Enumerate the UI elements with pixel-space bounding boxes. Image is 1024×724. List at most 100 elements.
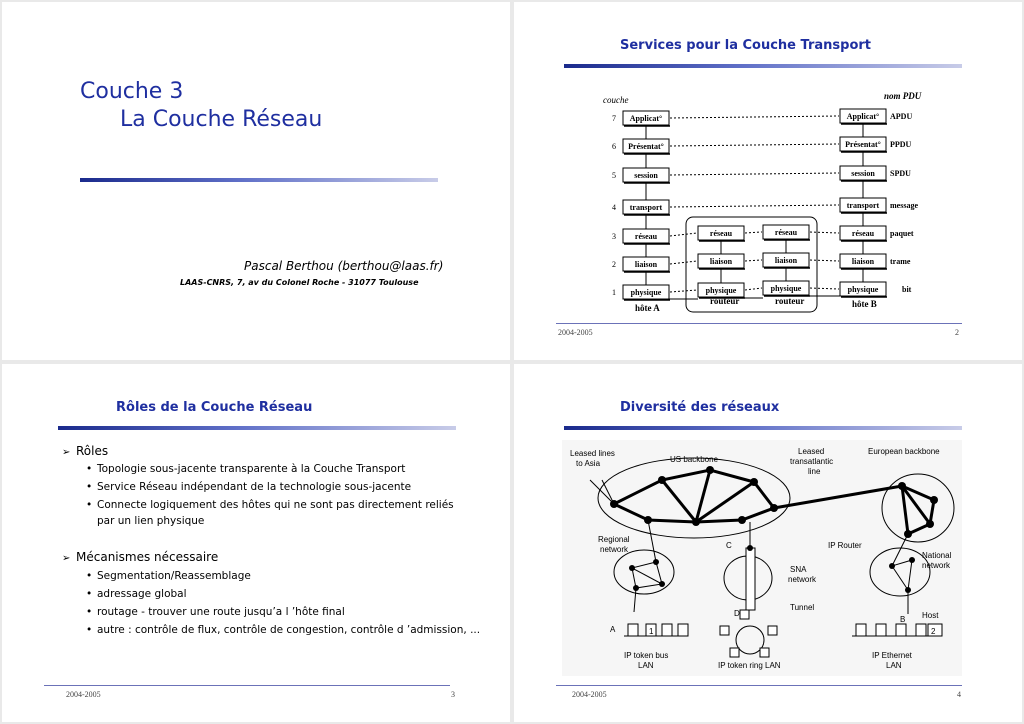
host-a-layer-label: physique [631,288,662,297]
pdu-name: paquet [890,229,914,238]
network-label: to Asia [576,459,601,468]
network-label: Host [922,611,939,620]
token-bus-lan [624,623,689,637]
bullet-dot-icon: • [86,570,93,582]
router-2-layer-label: physique [771,284,802,293]
host-b-layer-label: réseau [852,229,875,238]
layer-number: 5 [612,171,616,180]
router-1-layer-label: liaison [710,257,733,266]
network-label: IP token ring LAN [718,661,781,670]
list-item: •Segmentation/Reassemblage [86,570,251,582]
network-label: network [788,575,817,584]
regional-network-cloud [613,549,675,595]
network-label: Regional [598,535,630,544]
network-label: IP Ethernet [872,651,913,660]
us-backbone-cloud [597,457,791,539]
network-label: line [808,467,821,476]
host-b-stack: Applicat° Présentat° session transport résea… [839,108,887,298]
link-line [669,289,698,293]
slide-2: Services pour la Couche Transport couche… [514,2,1022,360]
network-label: IP token bus [624,651,668,660]
list-item: •Topologie sous-jacente transparente à l… [86,463,406,475]
slide4-title-underline [564,426,962,430]
host-a-layer-label: réseau [635,232,658,241]
slide1-title-line1: Couche 3 [80,79,184,104]
slide-4: Diversité des réseaux [514,364,1022,722]
bullet-dot-icon: • [86,481,93,493]
router-1-layer-label: physique [706,286,737,295]
routers-enclosure [685,216,818,313]
footer-year: 2004-2005 [558,328,593,337]
router-1-layer-label: réseau [710,229,733,238]
pdu-name: PPDU [890,140,912,149]
host-1-number: 1 [649,627,654,636]
footer-year: 2004-2005 [66,690,101,699]
bullet-dot-icon: • [86,624,93,636]
host-a-layer-label: Applicat° [630,114,663,123]
host-b-layer-label: transport [847,201,880,210]
link-line [669,172,840,176]
link-line [669,115,840,119]
network-label: LAN [638,661,654,670]
network-label: European backbone [868,447,940,456]
slide4-title: Diversité des réseaux [620,400,780,415]
list-item: •routage - trouver une route jusqu’a l ’… [86,606,345,618]
bullet-dot-icon: • [86,499,93,511]
network-label: Leased [798,447,824,456]
bullet-dot-icon: • [86,463,93,475]
slide1-title-line2: La Couche Réseau [120,107,323,132]
network-label: US backbone [670,455,719,464]
layer-number: 2 [612,260,616,269]
network-label: SNA [790,565,807,574]
host-b-layer-box [839,108,887,124]
page-number: 3 [451,690,455,699]
network-label: Leased lines [570,449,615,458]
pdu-name: SPDU [890,169,911,178]
host-b-layer-label: physique [848,285,879,294]
host-b-label: hôte B [852,299,877,309]
link-line [809,287,840,290]
network-label: D [734,609,740,618]
host-a-label: hôte A [635,303,660,313]
nom-pdu-label: nom PDU [884,91,922,101]
slide3-title: Rôles de la Couche Réseau [116,400,313,415]
pdu-name: APDU [890,112,912,121]
host-b-layer-label: liaison [852,257,875,266]
slide2-title-underline [564,64,962,68]
host-2-number: 2 [931,627,936,636]
host-b-layer-label: session [851,169,875,178]
host-b-layer-label: Applicat° [847,112,880,121]
slide-1: Couche 3 La Couche Réseau Pascal Berthou… [2,2,510,360]
tunnel-pipe [745,547,756,611]
layer-links [645,115,864,300]
footer-line [556,323,962,324]
link-line [669,143,840,147]
list-item-continuation: par un lien physique [97,515,205,527]
network-label: C [726,541,732,550]
host-b-layer-label: Présentat° [845,140,881,149]
layer-number: 6 [612,142,616,151]
router-1-layer-box [697,225,745,241]
layer-number: 4 [612,203,616,212]
link-line [744,259,763,262]
network-label: National [922,551,952,560]
link-line [744,287,763,291]
national-network-cloud [869,547,931,597]
slide2-title: Services pour la Couche Transport [620,38,871,53]
regional-network-links [631,519,663,613]
pdu-name: message [890,201,918,210]
network-label: IP Router [828,541,862,550]
link-line [809,231,840,234]
link-line [669,232,698,237]
host-a-layer-label: liaison [635,260,658,269]
router-2-layer-label: réseau [775,228,798,237]
page-number: 4 [957,690,961,699]
list-item: •Service Réseau indépendant de la techno… [86,481,412,493]
list-item: •autre : contrôle de flux, contrôle de c… [86,624,481,636]
link-line [744,231,763,234]
layer-number: 3 [612,232,616,241]
